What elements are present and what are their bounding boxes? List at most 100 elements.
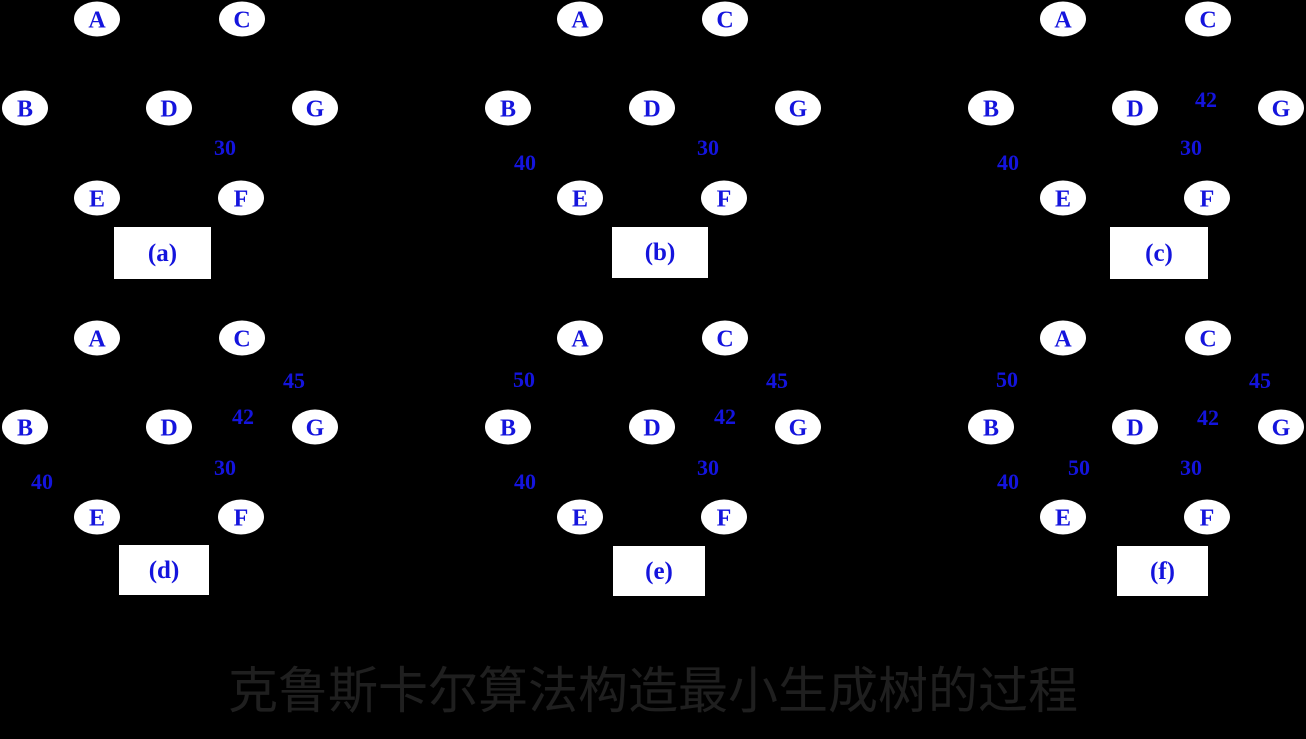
vertex-node-B: B [485, 409, 531, 445]
vertex-node-E: E [1040, 499, 1086, 535]
vertex-label: B [982, 415, 999, 441]
vertex-label: D [1126, 415, 1144, 441]
caption-label: (d) [148, 556, 180, 584]
edge-weight-label: 42 [1195, 87, 1217, 112]
vertex-label: C [716, 7, 734, 33]
edge-weight-label: 40 [997, 150, 1019, 175]
vertex-node-F: F [218, 180, 264, 216]
vertex-node-A: A [557, 1, 603, 37]
vertex-label: F [1199, 186, 1215, 212]
vertex-node-G: G [292, 409, 338, 445]
vertex-label: B [982, 96, 999, 122]
vertex-node-A: A [74, 1, 120, 37]
vertex-label: D [643, 415, 661, 441]
caption-label: (f) [1150, 557, 1175, 585]
vertex-label: E [1054, 186, 1071, 212]
vertex-node-A: A [1040, 1, 1086, 37]
vertex-node-E: E [74, 499, 120, 535]
caption-box-e: (e) [613, 546, 705, 596]
vertex-node-B: B [485, 90, 531, 126]
vertex-label: C [1199, 7, 1217, 33]
edge-weight-label: 42 [232, 404, 254, 429]
vertex-node-G: G [775, 409, 821, 445]
vertex-node-F: F [1184, 180, 1230, 216]
vertex-node-F: F [701, 499, 747, 535]
vertex-label: G [1271, 96, 1291, 122]
vertex-node-G: G [1258, 90, 1304, 126]
caption-label: (b) [644, 239, 676, 266]
vertex-label: G [305, 415, 325, 441]
vertex-label: A [88, 326, 106, 352]
vertex-node-B: B [2, 409, 48, 445]
vertex-label: F [233, 505, 249, 531]
vertex-label: G [788, 96, 808, 122]
vertex-node-F: F [218, 499, 264, 535]
edge-weight-label: 30 [697, 455, 719, 480]
caption-box-c: (c) [1110, 227, 1208, 279]
caption-label: (a) [147, 239, 178, 267]
vertex-label: D [160, 96, 178, 122]
edge-weight-label: 30 [1180, 135, 1202, 160]
vertex-label: B [16, 96, 33, 122]
edge-weight-label: 30 [697, 135, 719, 160]
edge-weight-label: 50 [513, 367, 535, 392]
edge-weight-label: 40 [31, 469, 53, 494]
vertex-label: B [16, 415, 33, 441]
edge-weight-label: 40 [997, 469, 1019, 494]
vertex-node-D: D [629, 409, 675, 445]
caption-box-a: (a) [114, 227, 211, 279]
edge-weight-label: 30 [214, 455, 236, 480]
vertex-label: G [788, 415, 808, 441]
vertex-node-D: D [146, 90, 192, 126]
diagram-title: 克鲁斯卡尔算法构造最小生成树的过程 [228, 663, 1078, 719]
vertex-node-A: A [74, 320, 120, 356]
edge-weight-label: 42 [1197, 405, 1219, 430]
vertex-node-E: E [74, 180, 120, 216]
vertex-label: B [499, 415, 516, 441]
vertex-node-A: A [557, 320, 603, 356]
vertex-node-C: C [1185, 320, 1231, 356]
vertex-label: E [571, 505, 588, 531]
vertex-label: B [499, 96, 516, 122]
vertex-node-G: G [1258, 409, 1304, 445]
vertex-label: E [88, 505, 105, 531]
vertex-node-C: C [702, 320, 748, 356]
vertex-label: F [233, 186, 249, 212]
vertex-node-C: C [1185, 1, 1231, 37]
vertex-node-B: B [968, 90, 1014, 126]
caption-box-d: (d) [119, 545, 209, 595]
edge-weight-label: 45 [1249, 368, 1271, 393]
vertex-node-E: E [557, 499, 603, 535]
vertex-label: E [571, 186, 588, 212]
vertex-node-E: E [1040, 180, 1086, 216]
edge-weight-label: 30 [1180, 455, 1202, 480]
vertex-label: F [716, 505, 732, 531]
vertex-node-C: C [219, 320, 265, 356]
vertex-label: A [1054, 326, 1072, 352]
vertex-label: A [571, 7, 589, 33]
edge-weight-label: 50 [996, 367, 1018, 392]
vertex-node-F: F [701, 180, 747, 216]
vertex-label: G [305, 96, 325, 122]
caption-box-b: (b) [612, 227, 708, 278]
edge-weight-label: 30 [214, 135, 236, 160]
vertex-node-F: F [1184, 499, 1230, 535]
edge-weight-label: 42 [714, 404, 736, 429]
vertex-node-G: G [292, 90, 338, 126]
caption-label: (c) [1145, 239, 1173, 267]
vertex-node-B: B [2, 90, 48, 126]
caption-label: (e) [645, 557, 673, 585]
edge-weight-label: 40 [514, 150, 536, 175]
vertex-label: A [88, 7, 106, 33]
vertex-node-C: C [702, 1, 748, 37]
vertex-node-G: G [775, 90, 821, 126]
vertex-label: C [233, 7, 251, 33]
vertex-label: D [160, 415, 178, 441]
vertex-node-D: D [1112, 90, 1158, 126]
edge-weight-label: 45 [766, 368, 788, 393]
caption-box-f: (f) [1117, 546, 1208, 596]
vertex-node-C: C [219, 1, 265, 37]
edge-weight-label: 40 [514, 469, 536, 494]
vertex-label: C [1199, 326, 1217, 352]
